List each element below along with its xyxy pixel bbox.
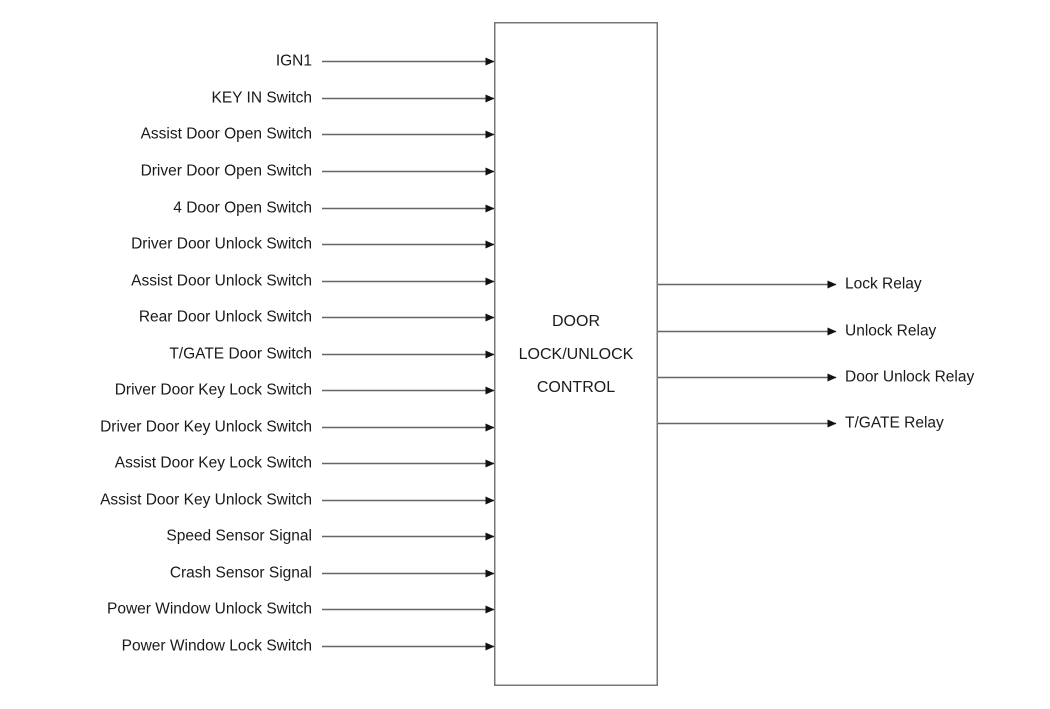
input-label: Power Window Unlock Switch bbox=[106, 600, 312, 618]
control-block-box bbox=[494, 22, 658, 686]
input-label: T/GATE Door Switch bbox=[169, 345, 312, 363]
input-label: Driver Door Unlock Switch bbox=[131, 235, 312, 253]
input-label: Power Window Lock Switch bbox=[121, 637, 312, 655]
input-label: Speed Sensor Signal bbox=[166, 527, 312, 545]
input-label: Driver Door Key Lock Switch bbox=[114, 381, 312, 399]
input-label: KEY IN Switch bbox=[211, 89, 312, 107]
output-label: T/GATE Relay bbox=[845, 414, 944, 432]
input-label: Driver Door Open Switch bbox=[140, 162, 312, 180]
input-label: Assist Door Unlock Switch bbox=[131, 272, 312, 290]
control-block-text-line: DOOR bbox=[552, 313, 600, 330]
input-label: Rear Door Unlock Switch bbox=[138, 308, 312, 326]
input-label: Assist Door Open Switch bbox=[140, 125, 312, 143]
input-label: Driver Door Key Unlock Switch bbox=[100, 418, 312, 436]
output-wire-group bbox=[658, 280, 837, 428]
input-label: Assist Door Key Unlock Switch bbox=[100, 491, 312, 509]
input-label: Crash Sensor Signal bbox=[169, 564, 312, 582]
output-label: Unlock Relay bbox=[845, 322, 937, 340]
control-block-text-line: CONTROL bbox=[536, 379, 616, 396]
control-block-text-line: LOCK/UNLOCK bbox=[518, 346, 634, 363]
input-label: Assist Door Key Lock Switch bbox=[114, 454, 312, 472]
output-label: Door Unlock Relay bbox=[845, 368, 975, 386]
input-wire-group bbox=[322, 57, 495, 651]
output-label: Lock Relay bbox=[845, 275, 922, 293]
input-label: 4 Door Open Switch bbox=[173, 199, 312, 217]
input-label: IGN1 bbox=[275, 52, 312, 70]
